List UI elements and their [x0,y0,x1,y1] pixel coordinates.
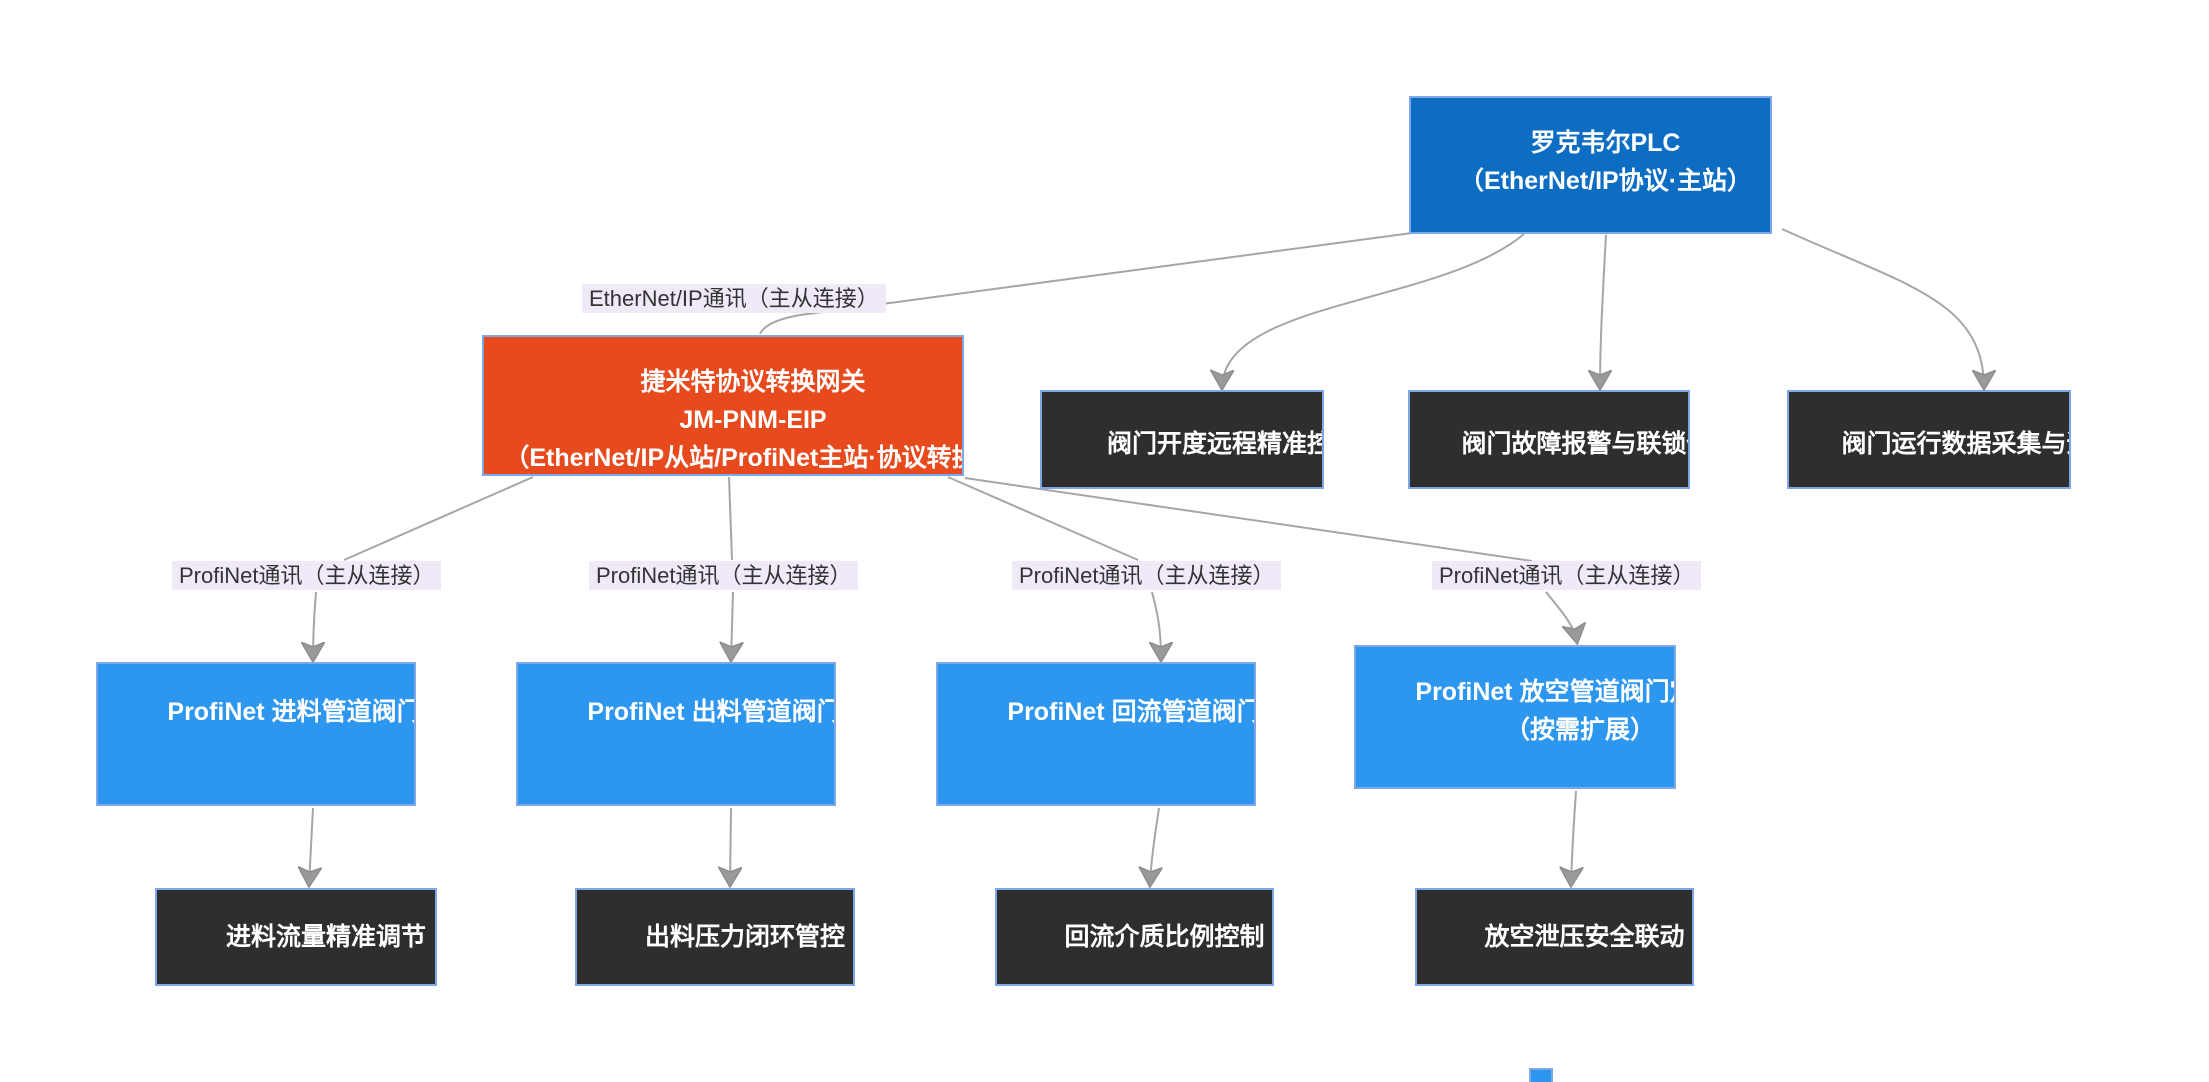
edge-plc-to-valve-data [1781,228,1984,388]
edge-label-pn1-to-feed [313,591,316,660]
node-out-pressure-label: 出料压力闭环管控 [644,923,846,951]
clipped-node-partial [1529,1068,1553,1082]
node-plc-line2: （EtherNet/IP协议·主站） [1458,167,1753,195]
node-gateway-line3: （EtherNet/IP从站/ProfiNet主站·协议转换） [504,444,964,472]
edge-gateway-to-label-pn4 [964,477,1533,562]
node-valve-fault-alarm: 阀门故障报警与联锁保护 [1408,390,1690,489]
edge-vent-to-ventctrl [1571,790,1576,885]
node-vent-relief-label: 放空泄压安全联动 [1484,923,1685,951]
edge-label-profinet-4: ProfiNet通讯（主从连接） [1432,561,1702,590]
node-valve-data-label: 阀门运行数据采集与追溯 [1841,430,2069,458]
node-plc: 罗克韦尔PLC （EtherNet/IP协议·主站） [1409,96,1772,234]
edge-gateway-to-label-pn3 [947,476,1139,561]
edge-out-to-outctrl [730,807,731,885]
node-vent-relief-interlock: 放空泄压安全联动 [1415,888,1694,986]
node-gateway-line2: JM-PNM-EIP [679,406,827,434]
edge-gateway-to-label-pn2 [728,476,733,561]
node-profinet-out-positioner: ProfiNet 出料管道阀门定位器 [516,662,836,806]
edge-plc-to-valve-open [1222,233,1525,388]
node-plc-line1: 罗克韦尔PLC [1530,129,1681,157]
node-profinet-feed-positioner: ProfiNet 进料管道阀门定位器 [96,662,416,806]
edge-label-pn3-to-return [1152,591,1161,660]
node-profinet-return-label: ProfiNet 回流管道阀门定位器 [1007,698,1254,726]
node-out-pressure-control: 出料压力闭环管控 [575,888,855,986]
edge-label-ethernet-ip: EtherNet/IP通讯（主从连接） [582,284,886,313]
node-valve-open-control: 阀门开度远程精准控制 [1040,390,1324,489]
edge-return-to-returnctrl [1150,807,1159,885]
node-gateway: 捷米特协议转换网关 JM-PNM-EIP （EtherNet/IP从站/Prof… [482,335,964,476]
node-feed-flow-control: 进料流量精准调节 [155,888,437,986]
edge-label-pn2-to-out [731,591,733,660]
edge-gateway-to-label-pn1 [343,476,534,561]
edge-label-profinet-1: ProfiNet通讯（主从连接） [172,561,442,590]
node-valve-data-collect: 阀门运行数据采集与追溯 [1787,390,2071,489]
node-return-ratio-label: 回流介质比例控制 [1064,923,1265,951]
node-gateway-line1: 捷米特协议转换网关 [640,368,866,396]
node-profinet-return-positioner: ProfiNet 回流管道阀门定位器 [936,662,1256,806]
edge-plc-to-gateway [759,232,1413,335]
node-profinet-vent-line1: ProfiNet 放空管道阀门定位器 [1415,678,1674,706]
node-return-ratio-control: 回流介质比例控制 [995,888,1274,986]
node-profinet-vent-line2: （按需扩展） [1504,716,1655,744]
node-feed-flow-label: 进料流量精准调节 [225,923,427,951]
edge-feed-to-feedctrl [309,807,313,885]
edge-label-pn4-to-vent [1545,591,1577,642]
node-profinet-feed-label: ProfiNet 进料管道阀门定位器 [167,698,414,726]
node-valve-fault-label: 阀门故障报警与联锁保护 [1461,430,1688,458]
edge-label-profinet-3: ProfiNet通讯（主从连接） [1012,561,1282,590]
edge-label-profinet-2: ProfiNet通讯（主从连接） [589,561,859,590]
node-valve-open-label: 阀门开度远程精准控制 [1106,430,1322,458]
node-profinet-vent-positioner: ProfiNet 放空管道阀门定位器 （按需扩展） [1354,645,1676,789]
edge-plc-to-valve-fault [1600,234,1606,388]
node-profinet-out-label: ProfiNet 出料管道阀门定位器 [587,698,834,726]
